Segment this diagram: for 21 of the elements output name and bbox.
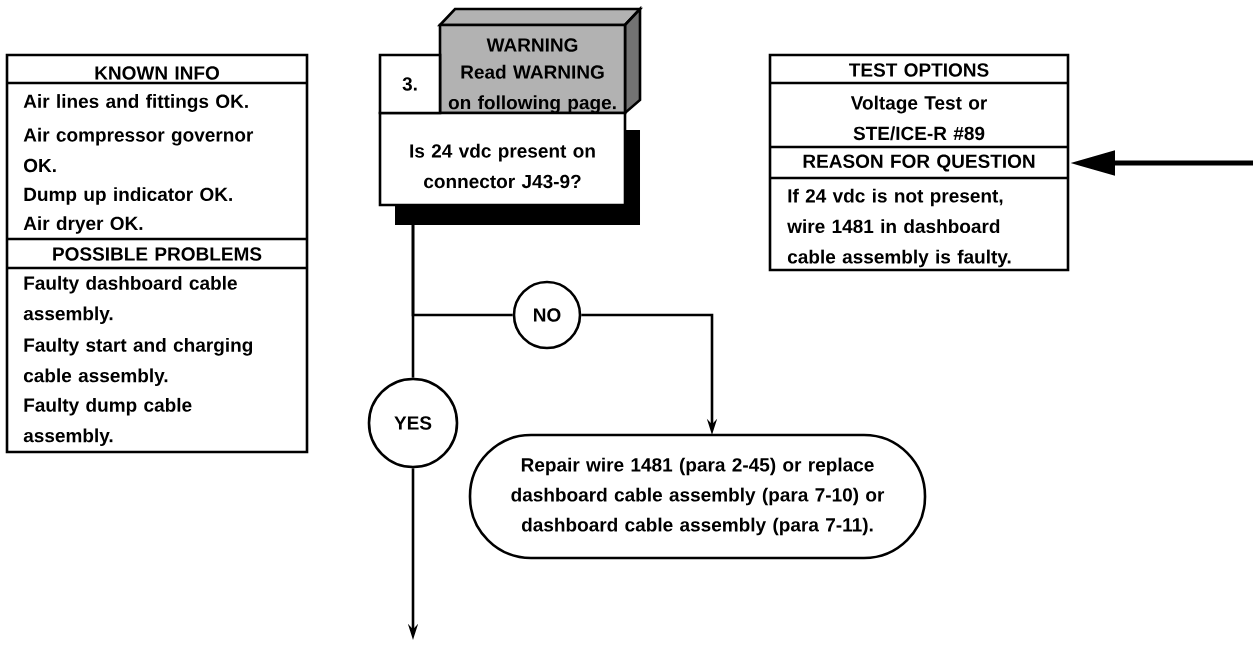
table-text: Voltage Test or STE/ICE-R #89	[850, 95, 987, 141]
table-text: Air lines and fittings OK.	[23, 94, 248, 112]
warning-heading: WARNING	[486, 38, 578, 52]
table-heading: KNOWN INFO	[95, 66, 219, 80]
step-number: 3.	[402, 77, 417, 91]
table-heading: POSSIBLE PROBLEMS	[53, 247, 262, 261]
table-text: If 24 vdc is not present, wire 1481 in dashboard cable assembly is faulty.	[787, 188, 1011, 268]
table-text: Faulty start and charging cable assembly.	[23, 337, 253, 387]
table-heading: REASON FOR QUESTION	[803, 154, 1035, 172]
question-box	[378, 53, 640, 225]
info-table	[768, 53, 1070, 272]
table-text: Air dryer OK.	[23, 216, 143, 234]
table-text: Air compressor governor OK.	[23, 127, 254, 173]
table-text: Faulty dashboard cable assembly.	[23, 275, 237, 325]
warning-text: Read WARNING on following page.	[448, 64, 616, 114]
table-text: Dump up indicator OK.	[24, 187, 232, 205]
question-text: Is 24 vdc present on connector J43-9?	[410, 143, 595, 189]
terminal-box: Repair wire 1481 (para 2-45) or replace dashboard cable assembly (para 7-10) or dashboard cable assembly (para 7-11).	[468, 433, 927, 560]
table-heading: TEST OPTIONS	[849, 63, 989, 77]
info-table	[5, 53, 309, 454]
table-text: Faulty dump cable assembly.	[23, 397, 192, 447]
